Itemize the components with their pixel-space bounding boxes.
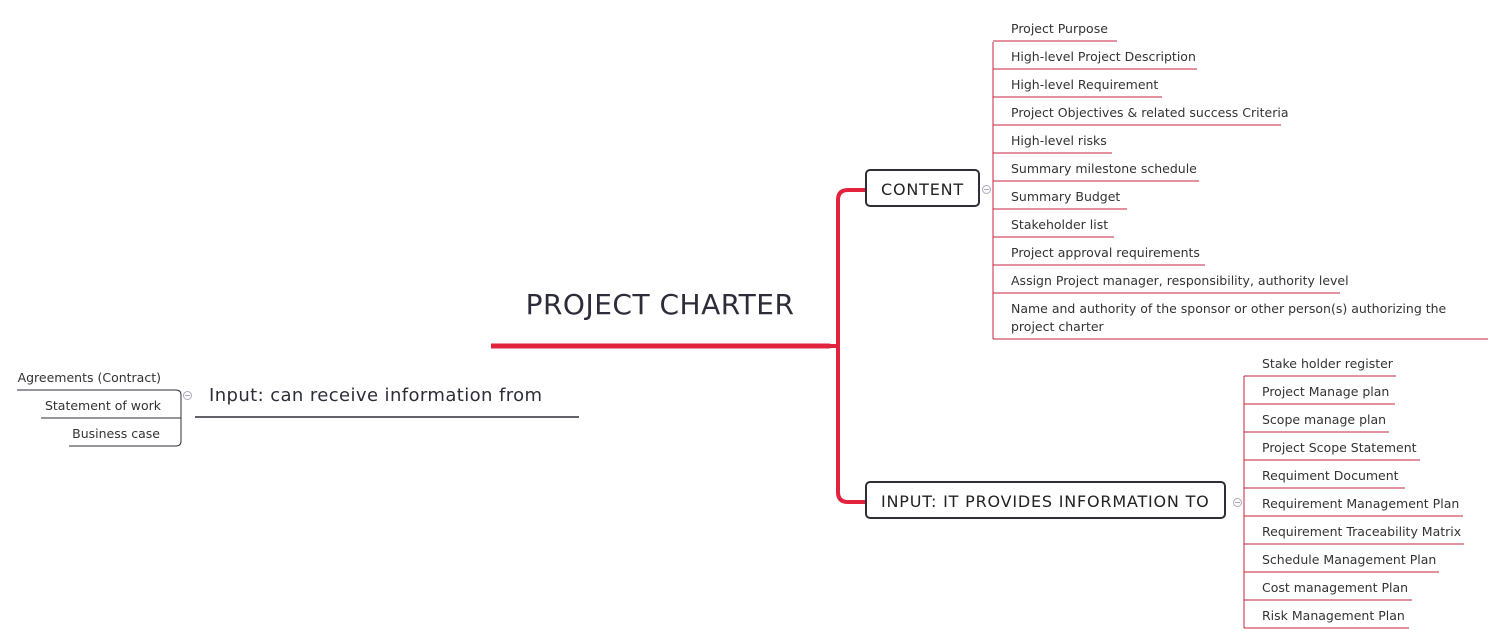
content-topic-title: CONTENT <box>881 180 964 199</box>
content-item[interactable]: High-level Requirement <box>1011 77 1159 92</box>
output-item[interactable]: Cost management Plan <box>1262 580 1409 595</box>
content-item[interactable]: High-level risks <box>1011 133 1107 148</box>
main-branch-connector <box>830 188 866 348</box>
output-item[interactable]: Requiment Document <box>1262 468 1399 483</box>
content-item[interactable]: High-level Project Description <box>1011 49 1196 64</box>
output-item[interactable]: Stake holder register <box>1262 356 1393 371</box>
content-item[interactable]: Summary milestone schedule <box>1011 161 1197 176</box>
central-title: PROJECT CHARTER <box>525 288 795 321</box>
output-item[interactable]: Risk Management Plan <box>1262 608 1405 623</box>
output-item[interactable]: Project Scope Statement <box>1262 440 1417 455</box>
input-item[interactable]: Business case <box>72 426 160 441</box>
input-item[interactable]: Statement of work <box>44 398 161 413</box>
output-topic-title: INPUT: IT PROVIDES INFORMATION TO <box>881 492 1210 511</box>
central-topic[interactable]: PROJECT CHARTER <box>490 288 830 348</box>
content-topic[interactable]: CONTENT <box>865 169 980 207</box>
content-item[interactable]: Project Objectives & related success Cri… <box>1011 105 1289 120</box>
output-item[interactable]: Project Manage plan <box>1262 384 1390 399</box>
content-item[interactable]: Name and authority of the sponsor or oth… <box>1011 301 1447 334</box>
output-underlines <box>1244 375 1464 629</box>
input-topic-title: Input: can receive information from <box>209 385 543 406</box>
content-item[interactable]: Project Purpose <box>1011 21 1108 36</box>
content-underlines <box>993 40 1488 340</box>
output-item[interactable]: Scope manage plan <box>1262 412 1387 427</box>
content-item[interactable]: Summary Budget <box>1011 189 1121 204</box>
input-topic[interactable]: Input: can receive information from <box>195 382 579 410</box>
content-item[interactable]: Stakeholder list <box>1011 217 1109 232</box>
input-item[interactable]: Agreements (Contract) <box>17 370 161 385</box>
main-branch-connector-lower <box>836 346 866 504</box>
collapse-icon[interactable] <box>1233 498 1242 507</box>
collapse-icon[interactable] <box>183 391 192 400</box>
content-item[interactable]: Assign Project manager, responsibility, … <box>1011 273 1349 288</box>
collapse-icon[interactable] <box>982 185 991 194</box>
output-item[interactable]: Schedule Management Plan <box>1262 552 1437 567</box>
output-item[interactable]: Requirement Management Plan <box>1262 496 1460 511</box>
output-item[interactable]: Requirement Traceability Matrix <box>1262 524 1462 539</box>
output-topic[interactable]: INPUT: IT PROVIDES INFORMATION TO <box>865 481 1226 519</box>
content-item[interactable]: Project approval requirements <box>1011 245 1200 260</box>
input-leaf-lines <box>17 389 182 447</box>
